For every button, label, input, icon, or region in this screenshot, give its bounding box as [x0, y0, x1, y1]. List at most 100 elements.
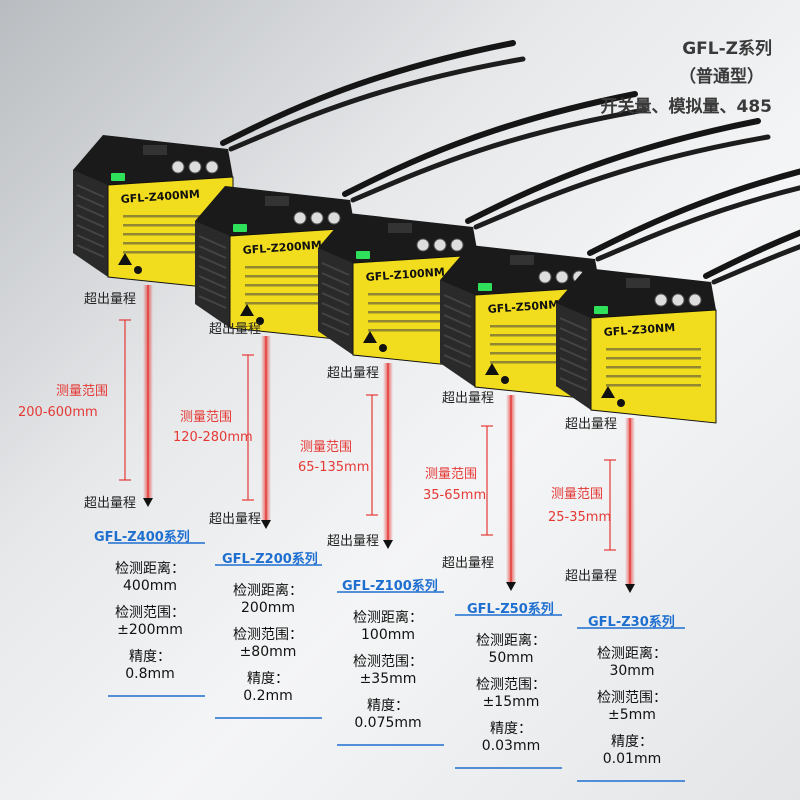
sensor-button-icon: [671, 293, 685, 307]
header-series: GFL-Z系列: [682, 39, 772, 59]
sensor-fin: [76, 224, 105, 238]
sensor-fin: [198, 235, 227, 249]
sensor-fin: [321, 272, 350, 286]
spec-distance-value: 200mm: [241, 600, 295, 616]
spec-distance-label: 检测距离：: [476, 633, 546, 649]
sensor-fin: [198, 255, 227, 269]
sensor-button-icon: [433, 238, 447, 252]
sensor-button-icon: [688, 293, 702, 307]
sensor-fin: [321, 322, 350, 336]
sensor-fin: [321, 312, 350, 326]
spec-range-value: ±15mm: [482, 694, 540, 710]
sensor-button-icon: [171, 160, 185, 174]
spec-distance-label: 检测距离：: [597, 646, 667, 662]
spec-accuracy-value: 0.01mm: [602, 751, 662, 767]
sensor-fin: [198, 285, 227, 299]
sensor-spec-line: [606, 348, 701, 351]
model-series-title: GFL-Z50系列: [467, 602, 554, 617]
spec-accuracy-value: 0.8mm: [125, 666, 175, 682]
out-of-range-label-top: 超出量程: [327, 366, 380, 381]
arrow-down-icon: [625, 584, 635, 593]
out-of-range-label-bottom: 超出量程: [327, 534, 380, 549]
sensor-button-icon: [654, 293, 668, 307]
sensor-model-label: GFL-Z200NM: [242, 238, 322, 256]
sensor-spec-line: [490, 325, 585, 328]
sensor-spec-line: [490, 352, 585, 355]
spec-accuracy-label: 精度：: [490, 721, 532, 737]
spec-accuracy-value: 0.075mm: [354, 715, 422, 731]
sensor-spec-line: [245, 284, 340, 287]
sensor-spec-line: [245, 293, 340, 296]
sensor-fin: [76, 204, 105, 218]
laser-warning-icon: [118, 253, 132, 265]
header-type: （普通型）: [679, 67, 764, 87]
sensor-spec-line: [606, 375, 701, 378]
spec-range-value: ±35mm: [359, 671, 417, 687]
sensor-fin: [559, 377, 588, 391]
mount-hole-icon: [617, 399, 625, 407]
sensor-spec-line: [245, 275, 340, 278]
out-of-range-label-top: 超出量程: [84, 292, 137, 307]
arrow-down-icon: [383, 540, 393, 549]
sensor-cable: [711, 244, 800, 285]
sensor-spec-line: [123, 224, 218, 227]
spec-range-label: 检测范围：: [597, 690, 667, 706]
sensor-spec-line: [368, 293, 463, 296]
measure-range-label: 测量范围: [180, 410, 233, 425]
sensor-fin: [76, 214, 105, 228]
sensor-fin: [443, 344, 472, 358]
sensor-button-icon: [310, 211, 324, 225]
spec-accuracy-label: 精度：: [247, 671, 289, 687]
arrow-down-icon: [506, 582, 516, 591]
sensor-spec-line: [368, 320, 463, 323]
sensor-spec-line: [123, 233, 218, 236]
arrow-down-icon: [261, 520, 271, 529]
status-led-icon: [594, 306, 608, 314]
sensor-spec-line: [490, 361, 585, 364]
sensor-4: GFL-Z50NM: [440, 245, 601, 401]
sensor-fin: [76, 184, 105, 198]
display-window: [626, 278, 650, 288]
sensor-fin: [443, 294, 472, 308]
measure-range-label: 测量范围: [425, 467, 478, 482]
header-outputs: 开关量、模拟量、485: [600, 97, 773, 117]
sensor-fin: [559, 317, 588, 331]
display-window: [143, 145, 167, 155]
status-led-icon: [111, 173, 125, 181]
sensor-button-icon: [450, 238, 464, 252]
sensor-spec-line: [606, 384, 701, 387]
out-of-range-label-top: 超出量程: [442, 391, 495, 406]
sensor-button-icon: [538, 270, 552, 284]
sensor-spec-line: [368, 311, 463, 314]
model-series-title: GFL-Z400系列: [94, 530, 190, 545]
spec-range-label: 检测范围：: [233, 627, 303, 643]
status-led-icon: [233, 224, 247, 232]
sensor-spec-line: [245, 302, 340, 305]
spec-range-label: 检测范围：: [115, 605, 185, 621]
sensor-spec-line: [123, 251, 218, 254]
sensor-spec-line: [245, 266, 340, 269]
spec-range-label: 检测范围：: [353, 654, 423, 670]
sensor-spec-line: [490, 343, 585, 346]
out-of-range-label-bottom: 超出量程: [442, 556, 495, 571]
spec-range-value: ±5mm: [608, 707, 656, 723]
spec-distance-label: 检测距离：: [233, 583, 303, 599]
sensor-fin: [198, 245, 227, 259]
sensor-fin: [443, 324, 472, 338]
spec-distance-value: 100mm: [361, 627, 415, 643]
mount-hole-icon: [256, 317, 264, 325]
sensor-fin: [321, 302, 350, 316]
spec-range-value: ±80mm: [239, 644, 297, 660]
spec-range-label: 检测范围：: [476, 677, 546, 693]
spec-distance-label: 检测距离：: [115, 561, 185, 577]
sensor-fin: [76, 234, 105, 248]
sensor-cable: [228, 56, 526, 152]
model-series-title: GFL-Z100系列: [342, 579, 438, 594]
laser-warning-icon: [240, 304, 254, 316]
sensor-spec-line: [368, 329, 463, 332]
spec-accuracy-label: 精度：: [129, 649, 171, 665]
spec-accuracy-value: 0.03mm: [481, 738, 541, 754]
sensor-fin: [198, 295, 227, 309]
